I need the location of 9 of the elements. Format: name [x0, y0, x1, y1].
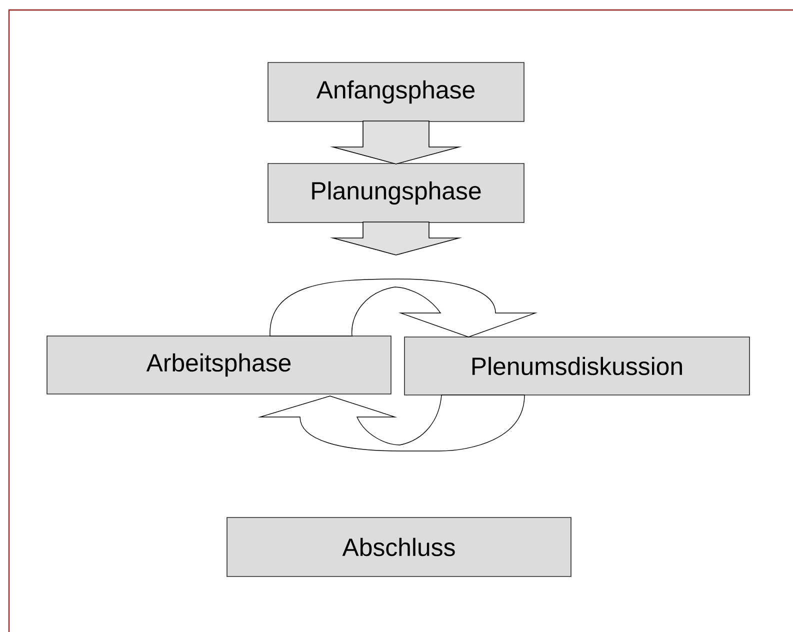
block-arrow: [330, 120, 462, 164]
block-arrow: [330, 222, 462, 256]
phase-box: Plenumsdiskussion: [404, 336, 750, 396]
phase-box: Abschluss: [226, 517, 572, 577]
curved-arrow: [260, 394, 525, 452]
phase-box: Anfangsphase: [268, 62, 524, 122]
curved-arrow: [270, 278, 536, 338]
phase-box: Planungsphase: [268, 163, 524, 223]
phase-box: Arbeitsphase: [46, 336, 392, 394]
